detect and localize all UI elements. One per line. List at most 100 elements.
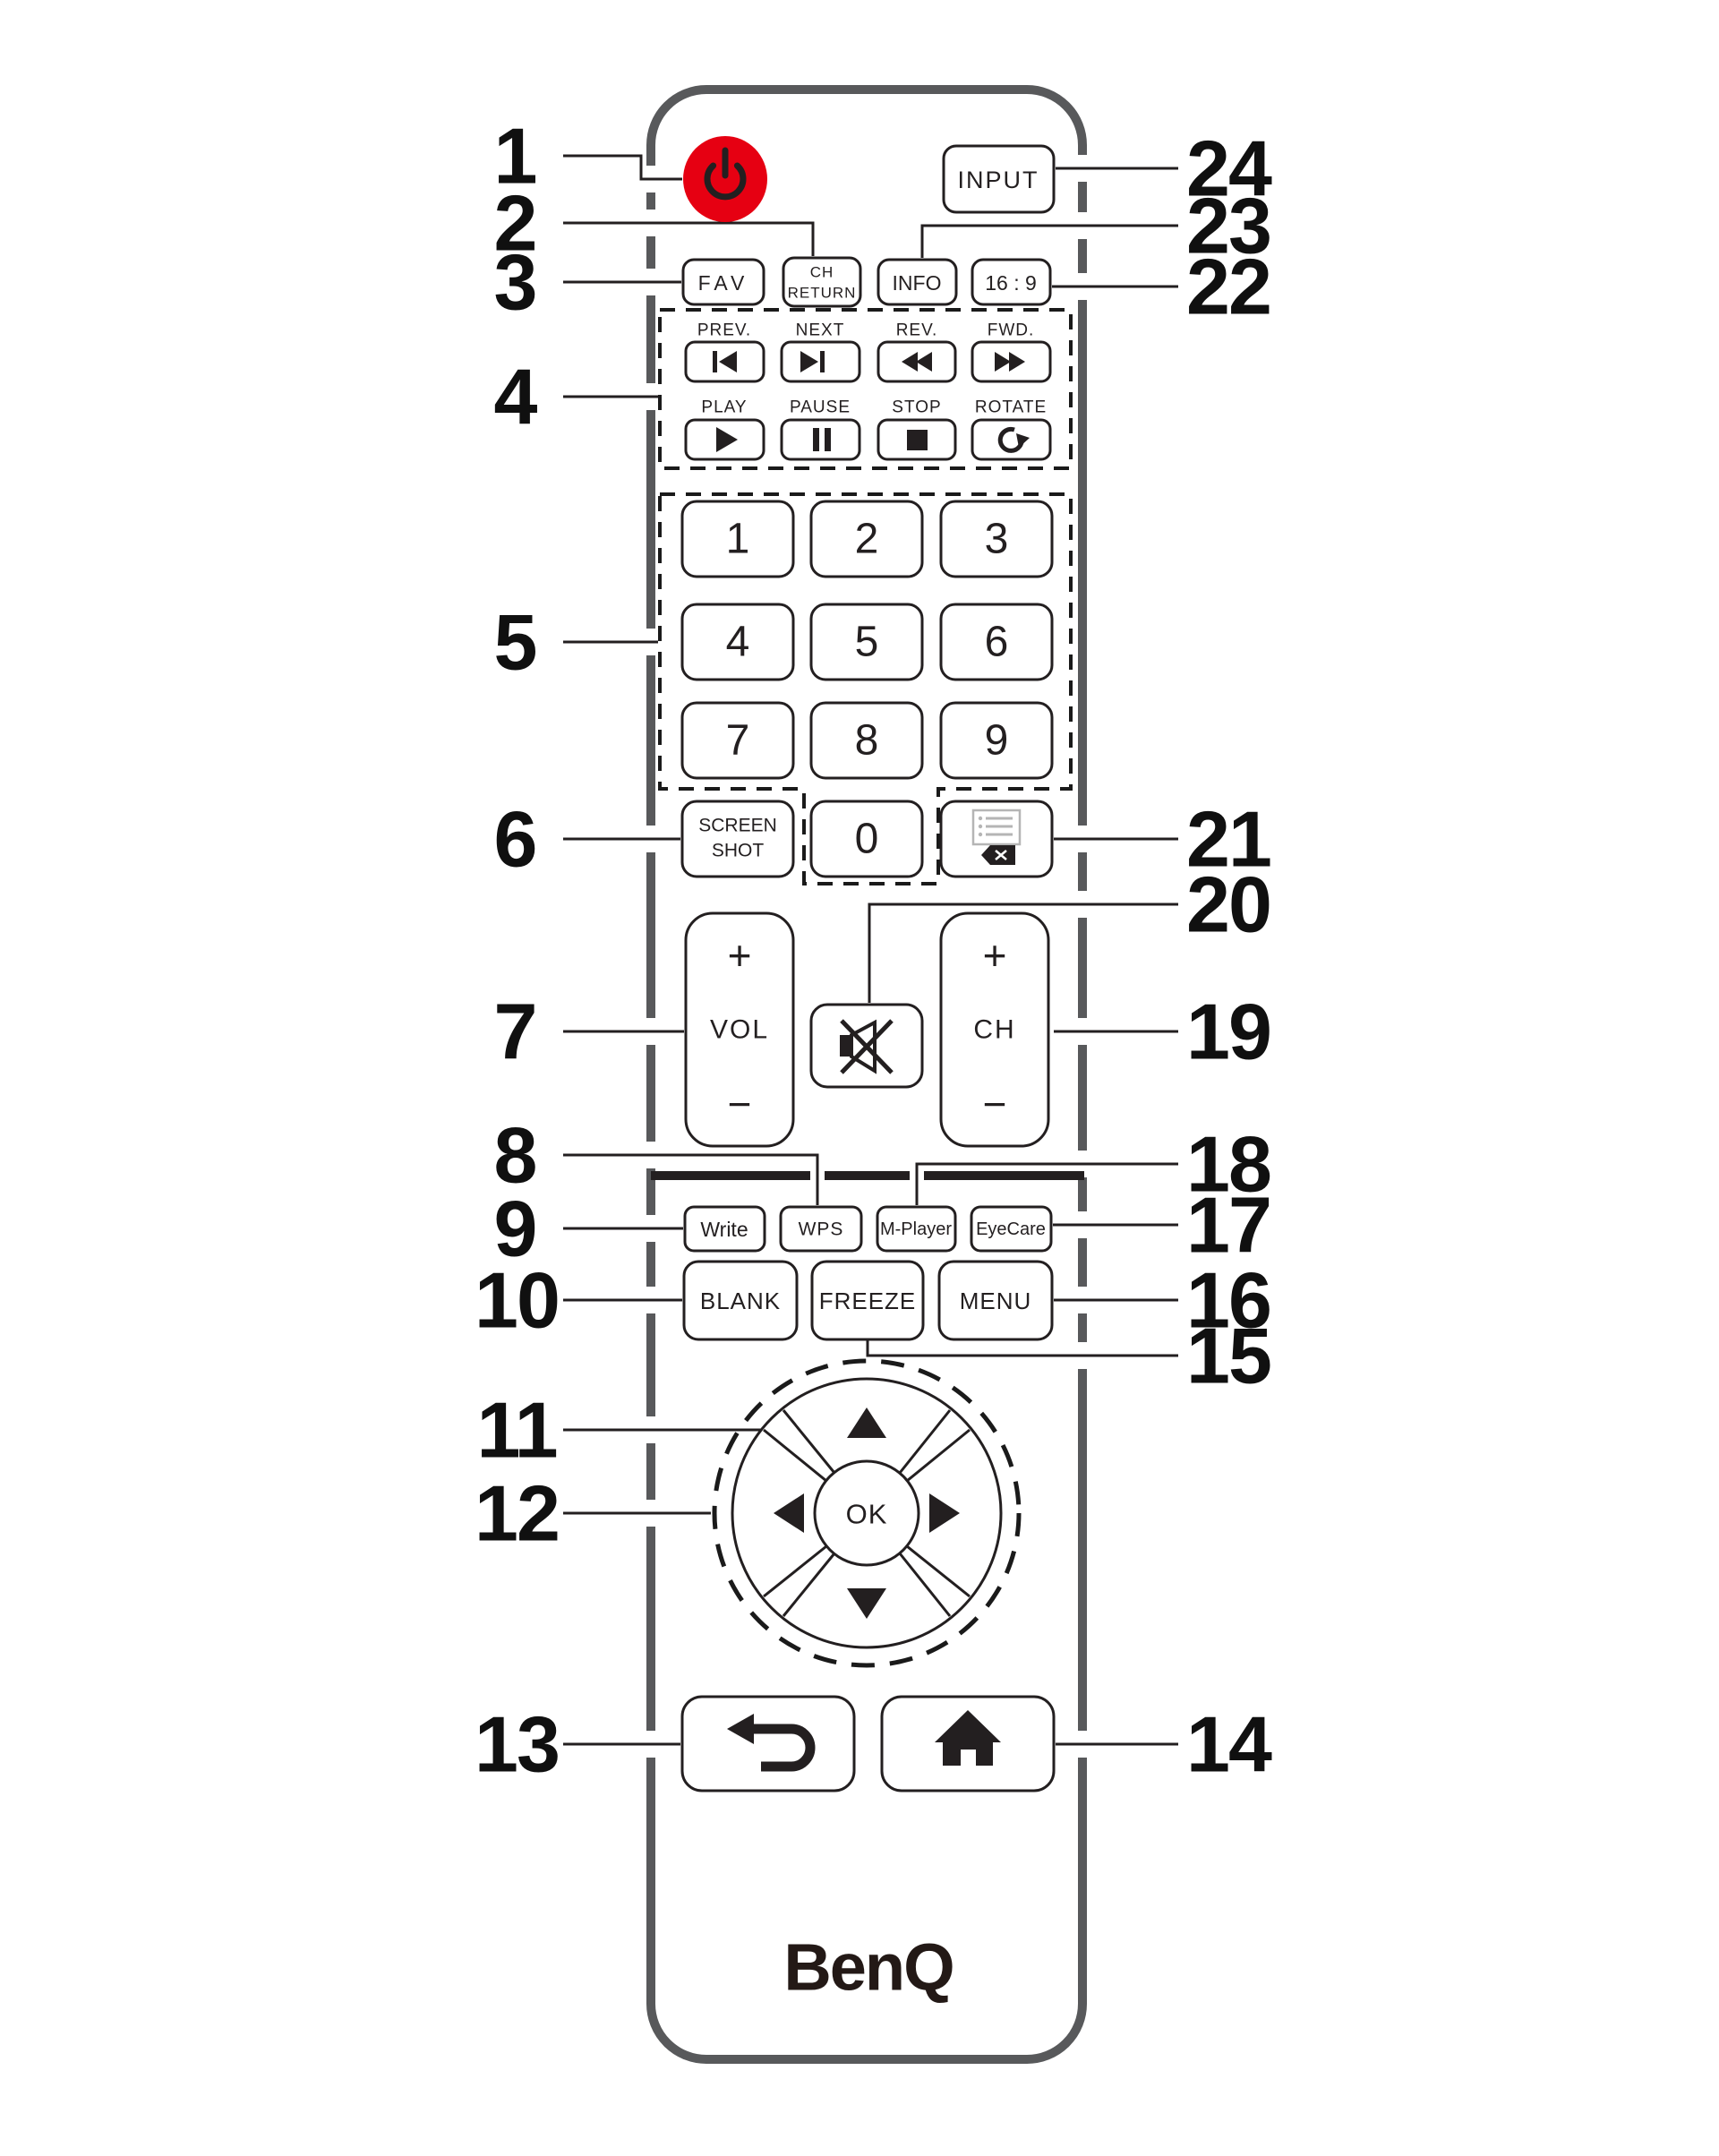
- callout-number-21: 21: [1186, 795, 1270, 884]
- digit-2-button[interactable]: [809, 500, 924, 578]
- up-arrow-icon[interactable]: [847, 1407, 886, 1438]
- digit-6-label: 6: [985, 619, 1009, 666]
- rotate-label: ROTATE: [975, 398, 1047, 417]
- callout-line-20: [868, 903, 1178, 1003]
- pause-label: PAUSE: [790, 398, 851, 417]
- callout-number-13: 13: [475, 1700, 559, 1789]
- ok-button[interactable]: [813, 1459, 920, 1567]
- info-button-label: INFO: [893, 271, 942, 295]
- channel-up-label: +: [983, 932, 1007, 979]
- fav-button[interactable]: [681, 258, 765, 306]
- freeze-button[interactable]: [810, 1260, 925, 1341]
- input-button[interactable]: [942, 144, 1056, 214]
- right-arrow-icon[interactable]: [929, 1493, 960, 1533]
- blank-button-label: BLANK: [700, 1288, 781, 1314]
- callout-number-22: 22: [1186, 243, 1270, 331]
- volume-rocker[interactable]: [684, 911, 795, 1148]
- callout-number-20: 20: [1186, 860, 1270, 949]
- volume-down-label: −: [728, 1081, 752, 1127]
- dpad-segment-separators: [763, 1409, 971, 1617]
- callout-number-8: 8: [494, 1111, 536, 1200]
- stop-icon: [907, 430, 928, 450]
- callout-number-17: 17: [1186, 1181, 1270, 1270]
- digit-0-button[interactable]: [809, 800, 924, 878]
- pause-icon: [813, 428, 831, 451]
- rev-label: REV.: [896, 321, 938, 340]
- volume-up-label: +: [728, 932, 752, 979]
- callout-number-5: 5: [494, 598, 536, 687]
- callout-number-6: 6: [494, 795, 536, 884]
- left-arrow-icon[interactable]: [774, 1493, 804, 1533]
- input-button-label: INPUT: [958, 167, 1039, 193]
- menu-button[interactable]: [937, 1260, 1054, 1341]
- back-icon: [727, 1714, 816, 1772]
- rotate-button[interactable]: [971, 418, 1052, 461]
- digit-8-button[interactable]: [809, 701, 924, 780]
- callout-numbers: 1 2 3 4 5 6 7 8 9 10 11 12 13 24 23 22 2…: [475, 112, 1274, 1789]
- prev-label: PREV.: [697, 321, 751, 340]
- callout-line-23: [920, 224, 1178, 258]
- callout-number-18: 18: [1186, 1120, 1270, 1209]
- write-button[interactable]: [683, 1205, 766, 1253]
- digit-0-label: 0: [855, 816, 879, 863]
- digit-3-button[interactable]: [939, 500, 1054, 578]
- digit-8-label: 8: [855, 717, 879, 765]
- callout-line-8: [563, 1153, 819, 1205]
- digit-7-button[interactable]: [680, 701, 795, 780]
- rewind-icon: [902, 352, 932, 372]
- digit-5-label: 5: [855, 619, 879, 666]
- digit-2-label: 2: [855, 516, 879, 563]
- ch-return-button[interactable]: [782, 256, 862, 308]
- digit-7-label: 7: [726, 717, 750, 765]
- down-arrow-icon[interactable]: [847, 1588, 886, 1619]
- mplayer-button[interactable]: [876, 1205, 957, 1253]
- ch-return-label-line2: RETURN: [788, 285, 857, 302]
- mute-icon: [840, 1019, 894, 1074]
- volume-label: VOL: [710, 1015, 769, 1045]
- freeze-button-label: FREEZE: [819, 1288, 917, 1314]
- keypad-group-outline: [658, 492, 1073, 886]
- fast-forward-icon: [995, 352, 1025, 372]
- power-icon: [704, 147, 747, 201]
- eyecare-button-label: EyeCare: [976, 1219, 1046, 1239]
- aspect-ratio-button[interactable]: [971, 258, 1052, 306]
- screenshot-label-line2: SHOT: [712, 841, 765, 861]
- callout-number-16: 16: [1186, 1256, 1270, 1345]
- next-label: NEXT: [796, 321, 845, 340]
- rotate-icon: [997, 426, 1030, 453]
- blank-button[interactable]: [682, 1260, 799, 1341]
- digit-4-button[interactable]: [680, 603, 795, 681]
- info-button[interactable]: [877, 258, 958, 306]
- digit-9-button[interactable]: [939, 701, 1054, 780]
- callout-line-2: [563, 221, 815, 256]
- back-button[interactable]: [680, 1695, 856, 1792]
- skip-previous-icon: [713, 351, 737, 372]
- wps-button[interactable]: [779, 1205, 863, 1253]
- power-button[interactable]: [683, 136, 767, 222]
- digit-6-button[interactable]: [939, 603, 1054, 681]
- channel-down-label: −: [983, 1081, 1007, 1127]
- menu-button-label: MENU: [960, 1288, 1032, 1314]
- screenshot-button[interactable]: [680, 800, 795, 878]
- callout-line-18: [915, 1162, 1178, 1205]
- dpad-outline: [712, 1358, 1022, 1668]
- callout-number-2: 2: [494, 179, 536, 268]
- callout-line-15: [866, 1339, 1178, 1357]
- mplayer-button-label: M-Player: [880, 1219, 952, 1239]
- digit-5-button[interactable]: [809, 603, 924, 681]
- backspace-icon: [981, 845, 1015, 865]
- callout-number-14: 14: [1186, 1700, 1272, 1789]
- callout-number-11: 11: [476, 1386, 556, 1475]
- wps-button-label: WPS: [799, 1219, 844, 1240]
- callout-number-24: 24: [1186, 124, 1272, 213]
- channel-rocker[interactable]: [939, 911, 1050, 1148]
- pause-button[interactable]: [780, 418, 861, 461]
- channel-label: CH: [973, 1015, 1015, 1045]
- skip-next-icon: [800, 351, 825, 372]
- ok-button-label: OK: [846, 1499, 888, 1530]
- callout-number-4: 4: [494, 353, 538, 441]
- eyecare-button[interactable]: [970, 1205, 1053, 1253]
- digit-1-button[interactable]: [680, 500, 795, 578]
- benq-logo: BenQ: [783, 1930, 953, 2005]
